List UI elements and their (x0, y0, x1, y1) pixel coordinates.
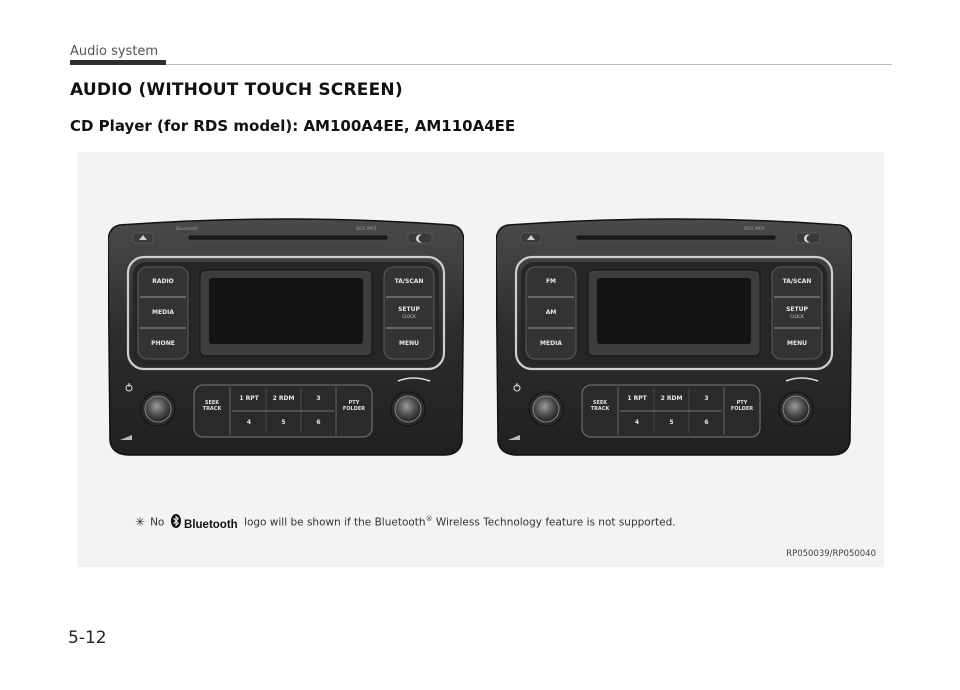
rds-mp3-logo: RDS MP3 (356, 227, 377, 232)
bluetooth-logo: Bluetooth (170, 514, 238, 531)
section-label: Audio system (70, 44, 159, 59)
ta-scan-button[interactable]: TA/SCAN (394, 278, 424, 285)
setup-button[interactable]: SETUP (398, 306, 420, 313)
media-button[interactable]: MEDIA (152, 309, 174, 316)
display-screen (209, 278, 363, 344)
clock-label: CLOCK (790, 314, 804, 319)
radio-button[interactable]: RADIO (152, 278, 174, 285)
registered-mark: ® (425, 515, 433, 523)
media-button[interactable]: MEDIA (540, 340, 562, 347)
bluetooth-icon (170, 514, 181, 528)
preset-key-5[interactable]: 5 (669, 419, 674, 426)
section-bar (70, 60, 166, 65)
tune-knob[interactable] (779, 392, 813, 426)
page-subtitle: CD Player (for RDS model): AM100A4EE, AM… (70, 117, 516, 135)
audio-unit-2-body (496, 218, 852, 456)
audio-unit-1: Bluetooth RDS MP3 RADIO MEDIA PHONE TA/S… (108, 215, 464, 459)
menu-button[interactable]: MENU (787, 340, 807, 347)
tune-knob[interactable] (391, 392, 425, 426)
seek-track-button[interactable]: SEEK TRACK (590, 400, 610, 412)
eject-button[interactable] (521, 233, 541, 243)
footnote: ✳ No Bluetooth logo will be shown if the … (135, 514, 676, 531)
preset-key-1[interactable]: 1 RPT (239, 395, 259, 402)
seek-track-button[interactable]: SEEK TRACK (202, 400, 222, 412)
pty-folder-button[interactable]: PTY FOLDER (730, 400, 754, 412)
preset-key-2[interactable]: 2 RDM (660, 395, 683, 402)
figure-panel: Bluetooth RDS MP3 RADIO MEDIA PHONE TA/S… (77, 152, 884, 567)
menu-button[interactable]: MENU (399, 340, 419, 347)
clock-label: CLOCK (402, 314, 416, 319)
pty-folder-button[interactable]: PTY FOLDER (342, 400, 366, 412)
bluetooth-label: Bluetooth (176, 227, 198, 232)
preset-key-6[interactable]: 6 (316, 419, 321, 426)
preset-key-4[interactable]: 4 (246, 419, 252, 426)
eject-button[interactable] (133, 233, 153, 243)
preset-key-1[interactable]: 1 RPT (627, 395, 647, 402)
note-prefix: No (150, 516, 165, 529)
preset-key-2[interactable]: 2 RDM (272, 395, 295, 402)
ta-scan-button[interactable]: TA/SCAN (782, 278, 812, 285)
display-screen (597, 278, 751, 344)
preset-key-6[interactable]: 6 (704, 419, 709, 426)
note-text: logo will be shown if the Bluetooth (244, 516, 426, 529)
page-number: 5-12 (68, 628, 107, 648)
preset-key-3[interactable]: 3 (704, 395, 709, 402)
fm-button[interactable]: FM (545, 278, 557, 285)
setup-button[interactable]: SETUP (786, 306, 808, 313)
power-volume-knob[interactable] (529, 392, 563, 426)
audio-unit-1-body (108, 218, 464, 456)
bluetooth-wordmark: Bluetooth (184, 519, 238, 531)
figure-codes: RP050039/RP050040 (786, 549, 876, 559)
am-button[interactable]: AM (545, 309, 557, 316)
power-volume-knob[interactable] (141, 392, 175, 426)
preset-key-3[interactable]: 3 (316, 395, 321, 402)
night-mode-button[interactable] (408, 233, 432, 243)
note-suffix: Wireless Technology feature is not suppo… (432, 516, 676, 529)
rds-mp3-logo: RDS MP3 (744, 227, 765, 232)
preset-key-5[interactable]: 5 (281, 419, 286, 426)
asterisk-icon: ✳ (135, 514, 146, 529)
night-mode-button[interactable] (796, 233, 820, 243)
page-title: AUDIO (WITHOUT TOUCH SCREEN) (70, 80, 403, 100)
preset-key-4[interactable]: 4 (634, 419, 640, 426)
phone-button[interactable]: PHONE (151, 340, 175, 347)
audio-unit-2: RDS MP3 FM AM MEDIA TA/SCAN SETUP CLOCK … (496, 215, 852, 459)
section-rule (166, 64, 892, 65)
